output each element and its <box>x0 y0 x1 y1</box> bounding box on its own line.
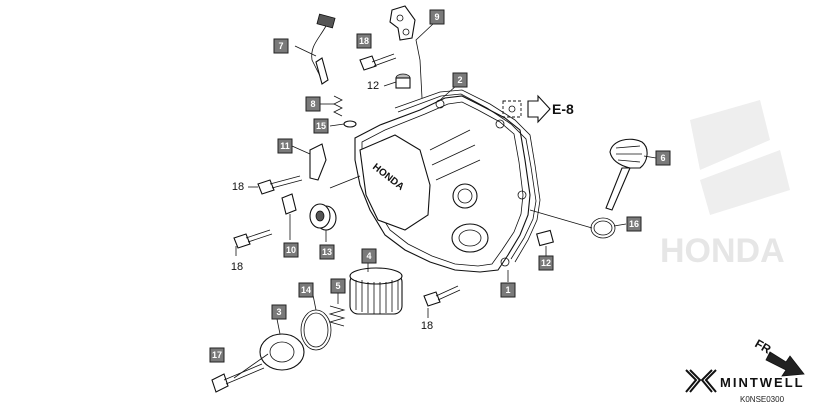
callout-13[interactable]: 13 <box>319 244 335 260</box>
spring-and-washer <box>333 95 357 128</box>
callout-box <box>655 150 671 166</box>
callout-18[interactable]: 18 <box>231 261 243 273</box>
dowel-lower <box>536 229 554 247</box>
callout-number: 18 <box>231 261 243 273</box>
callout-number: 10 <box>286 245 296 255</box>
callout-box <box>452 72 468 88</box>
callout-number: 18 <box>359 36 369 46</box>
front-direction-indicator: FR. <box>753 336 805 377</box>
callout-8[interactable]: 8 <box>305 96 321 112</box>
watermark: HONDA <box>660 100 790 270</box>
callout-18[interactable]: 18 <box>421 320 433 332</box>
sensor-wire <box>311 13 336 85</box>
callout-box <box>356 33 372 49</box>
callout-number: 1 <box>505 285 510 295</box>
callout-number: 12 <box>541 258 551 268</box>
callout-box <box>209 347 225 363</box>
oil-filter <box>349 267 403 315</box>
callout-number: 16 <box>629 219 639 229</box>
filter-cap-assembly <box>211 305 346 393</box>
diagram-code: K0NSE0300 <box>740 395 785 404</box>
callout-number: 18 <box>232 181 244 193</box>
bolt-18-top <box>359 53 411 89</box>
callout-2[interactable]: 2 <box>452 72 468 88</box>
callout-box <box>538 255 554 271</box>
callout-box <box>283 242 299 258</box>
callout-14[interactable]: 14 <box>298 282 314 298</box>
callout-number: 7 <box>278 41 283 51</box>
callout-box <box>626 216 642 232</box>
callout-box <box>273 38 289 54</box>
callout-18[interactable]: 18 <box>356 33 372 49</box>
oil-filter-port <box>451 223 489 253</box>
callout-1[interactable]: 1 <box>500 282 516 298</box>
callout-box <box>271 304 287 320</box>
callout-number: 13 <box>322 247 332 257</box>
callout-number: 11 <box>280 141 290 151</box>
port-upper <box>452 183 478 209</box>
callout-box <box>298 282 314 298</box>
callout-18[interactable]: 18 <box>232 181 244 193</box>
dipstick <box>590 138 648 239</box>
bolt-18-lower <box>423 285 461 307</box>
callout-box <box>429 9 445 25</box>
callout-box <box>277 138 293 154</box>
callout-number: 8 <box>310 99 315 109</box>
callout-15[interactable]: 15 <box>313 118 329 134</box>
callout-11[interactable]: 11 <box>277 138 293 154</box>
callout-number: 18 <box>421 320 433 332</box>
switch-assembly <box>233 143 327 249</box>
callout-12[interactable]: 12 <box>538 255 554 271</box>
brand-logo-icon <box>685 369 717 393</box>
callout-7[interactable]: 7 <box>273 38 289 54</box>
clutch-cover: HONDA <box>354 95 531 273</box>
cover-gasket <box>394 89 541 263</box>
callout-number: 14 <box>301 285 311 295</box>
reference-e8-label: E-8 <box>552 101 574 117</box>
callout-box <box>361 248 377 264</box>
callout-box <box>500 282 516 298</box>
callout-number: 6 <box>660 153 665 163</box>
callout-6[interactable]: 6 <box>655 150 671 166</box>
callout-box <box>305 96 321 112</box>
callout-number: 12 <box>367 80 379 92</box>
callout-16[interactable]: 16 <box>626 216 642 232</box>
callout-3[interactable]: 3 <box>271 304 287 320</box>
callout-number: 2 <box>457 75 462 85</box>
reference-e8[interactable]: E-8 <box>502 94 574 124</box>
callout-box <box>319 244 335 260</box>
callout-9[interactable]: 9 <box>429 9 445 25</box>
callout-number: 15 <box>316 121 326 131</box>
callout-box <box>313 118 329 134</box>
callout-number: 3 <box>276 307 281 317</box>
watermark-text: HONDA <box>660 232 785 270</box>
brand: MINTWELL K0NSE0300 <box>685 369 805 404</box>
callout-17[interactable]: 17 <box>209 347 225 363</box>
callout-number: 9 <box>434 12 439 22</box>
callout-box <box>330 278 346 294</box>
callout-number: 4 <box>366 251 371 261</box>
callout-4[interactable]: 4 <box>361 248 377 264</box>
callout-12[interactable]: 12 <box>367 80 379 92</box>
callout-5[interactable]: 5 <box>330 278 346 294</box>
brand-name: MINTWELL <box>720 375 805 390</box>
callout-number: 17 <box>212 350 222 360</box>
callout-number: 5 <box>335 281 340 291</box>
callout-10[interactable]: 10 <box>283 242 299 258</box>
hose-bracket <box>389 5 416 41</box>
bearing <box>309 203 337 231</box>
